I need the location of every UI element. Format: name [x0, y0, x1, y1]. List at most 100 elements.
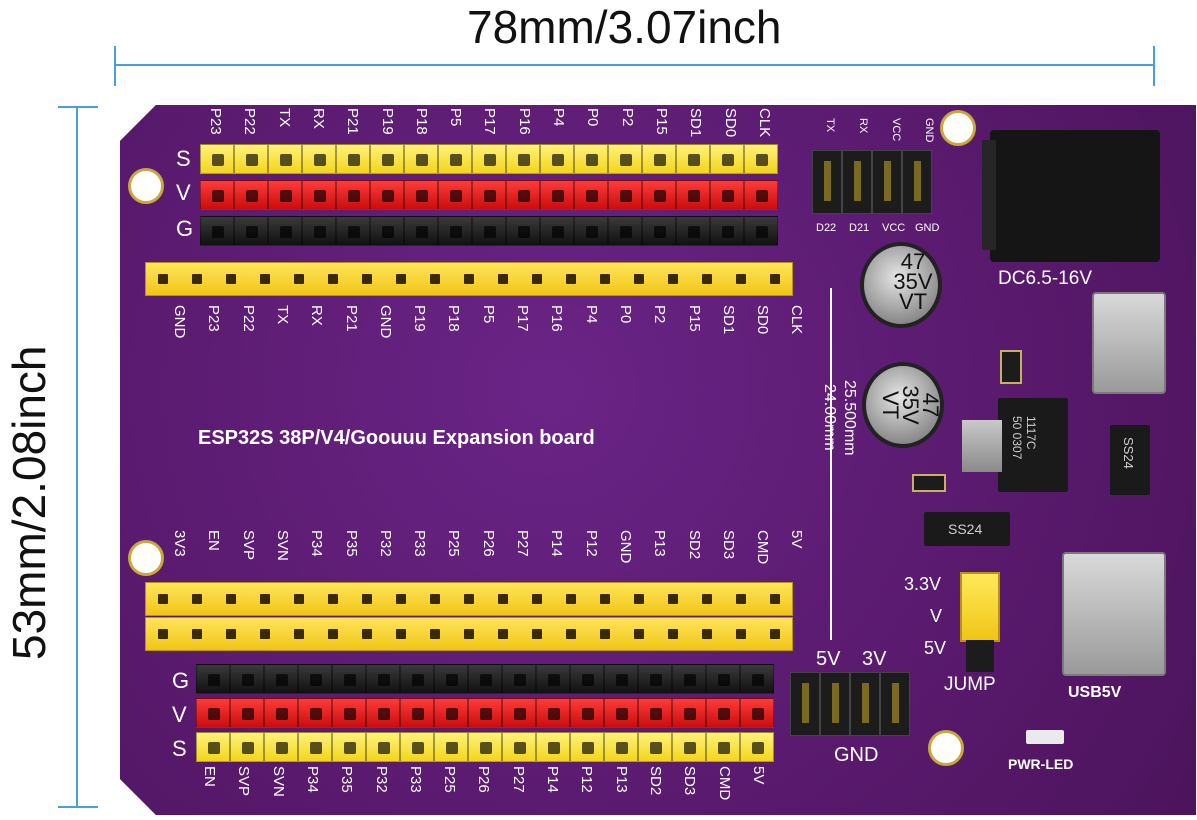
- pin-label: P21: [342, 305, 360, 332]
- header-pin: [506, 144, 540, 174]
- jumper-pin-base: [966, 640, 994, 672]
- capacitor-2-marking: 47 35V VT: [878, 385, 943, 425]
- pin-label: P27: [514, 530, 531, 557]
- header-pin: [438, 180, 472, 210]
- diode-2-marking: SS24: [948, 521, 983, 537]
- pin-label: P22: [241, 108, 259, 135]
- header-pin: [574, 144, 608, 174]
- header-pin: [506, 180, 540, 210]
- female-socket: [520, 618, 554, 650]
- header-pin: [570, 664, 604, 694]
- pin-label: P16: [515, 108, 533, 135]
- width-dimension-label: 78mm/3.07inch: [467, 1, 782, 53]
- uart-bottom-label: D21: [849, 222, 870, 234]
- header-pin: [642, 144, 676, 174]
- female-socket: [554, 263, 588, 295]
- header-pin: [570, 732, 604, 762]
- pin-label: P26: [475, 766, 493, 793]
- female-socket: [554, 583, 588, 615]
- header-pin: [468, 732, 502, 762]
- row-letter-s-top: S: [176, 146, 191, 171]
- jumper-block[interactable]: [960, 572, 1000, 642]
- header-pin: [268, 216, 302, 246]
- female-socket: [350, 583, 384, 615]
- smd-component-1: [1000, 350, 1022, 384]
- pin-label: P2: [618, 108, 636, 127]
- pin-label: P14: [548, 530, 566, 557]
- pin-label: CLK: [755, 108, 773, 138]
- height-dimension-line: [76, 107, 78, 807]
- female-socket: [350, 263, 384, 295]
- header-pin: [298, 664, 332, 694]
- header-pin: [744, 216, 778, 246]
- header-pin: [366, 664, 400, 694]
- female-socket: [622, 263, 656, 295]
- female-socket: [180, 618, 214, 650]
- row-letter-v-top: V: [176, 180, 191, 205]
- power-pin: [790, 672, 820, 736]
- pin-label: P0: [616, 305, 634, 324]
- pin-label: SD3: [681, 766, 699, 796]
- header-pin: [400, 664, 434, 694]
- jumper-3v3-label: 3.3V: [904, 574, 942, 594]
- top-signal-pin-row: [200, 144, 778, 174]
- header-pin: [608, 144, 642, 174]
- pin-label: P23: [207, 108, 224, 135]
- diode-1-marking: SS24: [1121, 437, 1136, 469]
- header-pin: [472, 180, 506, 210]
- header-pin: [200, 144, 234, 174]
- pin-label: CMD: [754, 530, 772, 565]
- header-pin: [230, 664, 264, 694]
- header-pin: [234, 144, 268, 174]
- pin-label: SD1: [687, 108, 705, 138]
- row-letter-v-bottom: V: [172, 702, 187, 727]
- width-tick-left: [114, 46, 116, 86]
- header-pin: [574, 216, 608, 246]
- header-pin: [706, 698, 740, 728]
- pin-label: 3V3: [171, 530, 188, 557]
- pin-label: CLK: [788, 305, 806, 335]
- uart-bottom-label: GND: [915, 222, 940, 234]
- header-pin: [400, 732, 434, 762]
- header-pin: [434, 732, 468, 762]
- header-3v-label: 3V: [862, 648, 887, 670]
- header-pin: [502, 732, 536, 762]
- header-pin: [196, 698, 230, 728]
- header-pin: [268, 144, 302, 174]
- pin-label: P12: [582, 530, 600, 557]
- header-pin: [740, 664, 774, 694]
- mounting-hole-left-middle: [128, 540, 164, 576]
- female-socket: [384, 583, 418, 615]
- bottom-power-pin-row: [196, 698, 774, 728]
- female-socket: [316, 583, 350, 615]
- female-socket: [486, 263, 520, 295]
- header-pin: [196, 732, 230, 762]
- header-pin: [332, 732, 366, 762]
- pin-label: P17: [514, 305, 531, 332]
- header-pin: [264, 664, 298, 694]
- header-pin: [264, 698, 298, 728]
- pin-label: P13: [651, 530, 669, 557]
- measurement-line: [830, 288, 832, 640]
- pin-label: P34: [308, 530, 326, 557]
- header-pin: [370, 144, 404, 174]
- header-pin: [604, 664, 638, 694]
- female-socket: [316, 263, 350, 295]
- female-socket: [248, 263, 282, 295]
- pin-label: P19: [411, 305, 429, 332]
- uart-bottom-label: VCC: [882, 222, 906, 234]
- row-letter-s-bottom: S: [172, 736, 187, 761]
- pin-label: P21: [344, 108, 362, 135]
- header-pin: [672, 698, 706, 728]
- dc-power-jack: [990, 130, 1160, 262]
- pin-label: SVP: [235, 766, 253, 797]
- pin-label: SD2: [685, 530, 703, 560]
- pin-label: P26: [479, 530, 497, 557]
- pin-label: RX: [857, 118, 869, 134]
- bottom-female-header-2: [145, 617, 793, 651]
- header-pin: [230, 732, 264, 762]
- width-tick-right: [1153, 46, 1155, 86]
- header-pin: [200, 180, 234, 210]
- female-socket: [588, 618, 622, 650]
- header-pin: [268, 180, 302, 210]
